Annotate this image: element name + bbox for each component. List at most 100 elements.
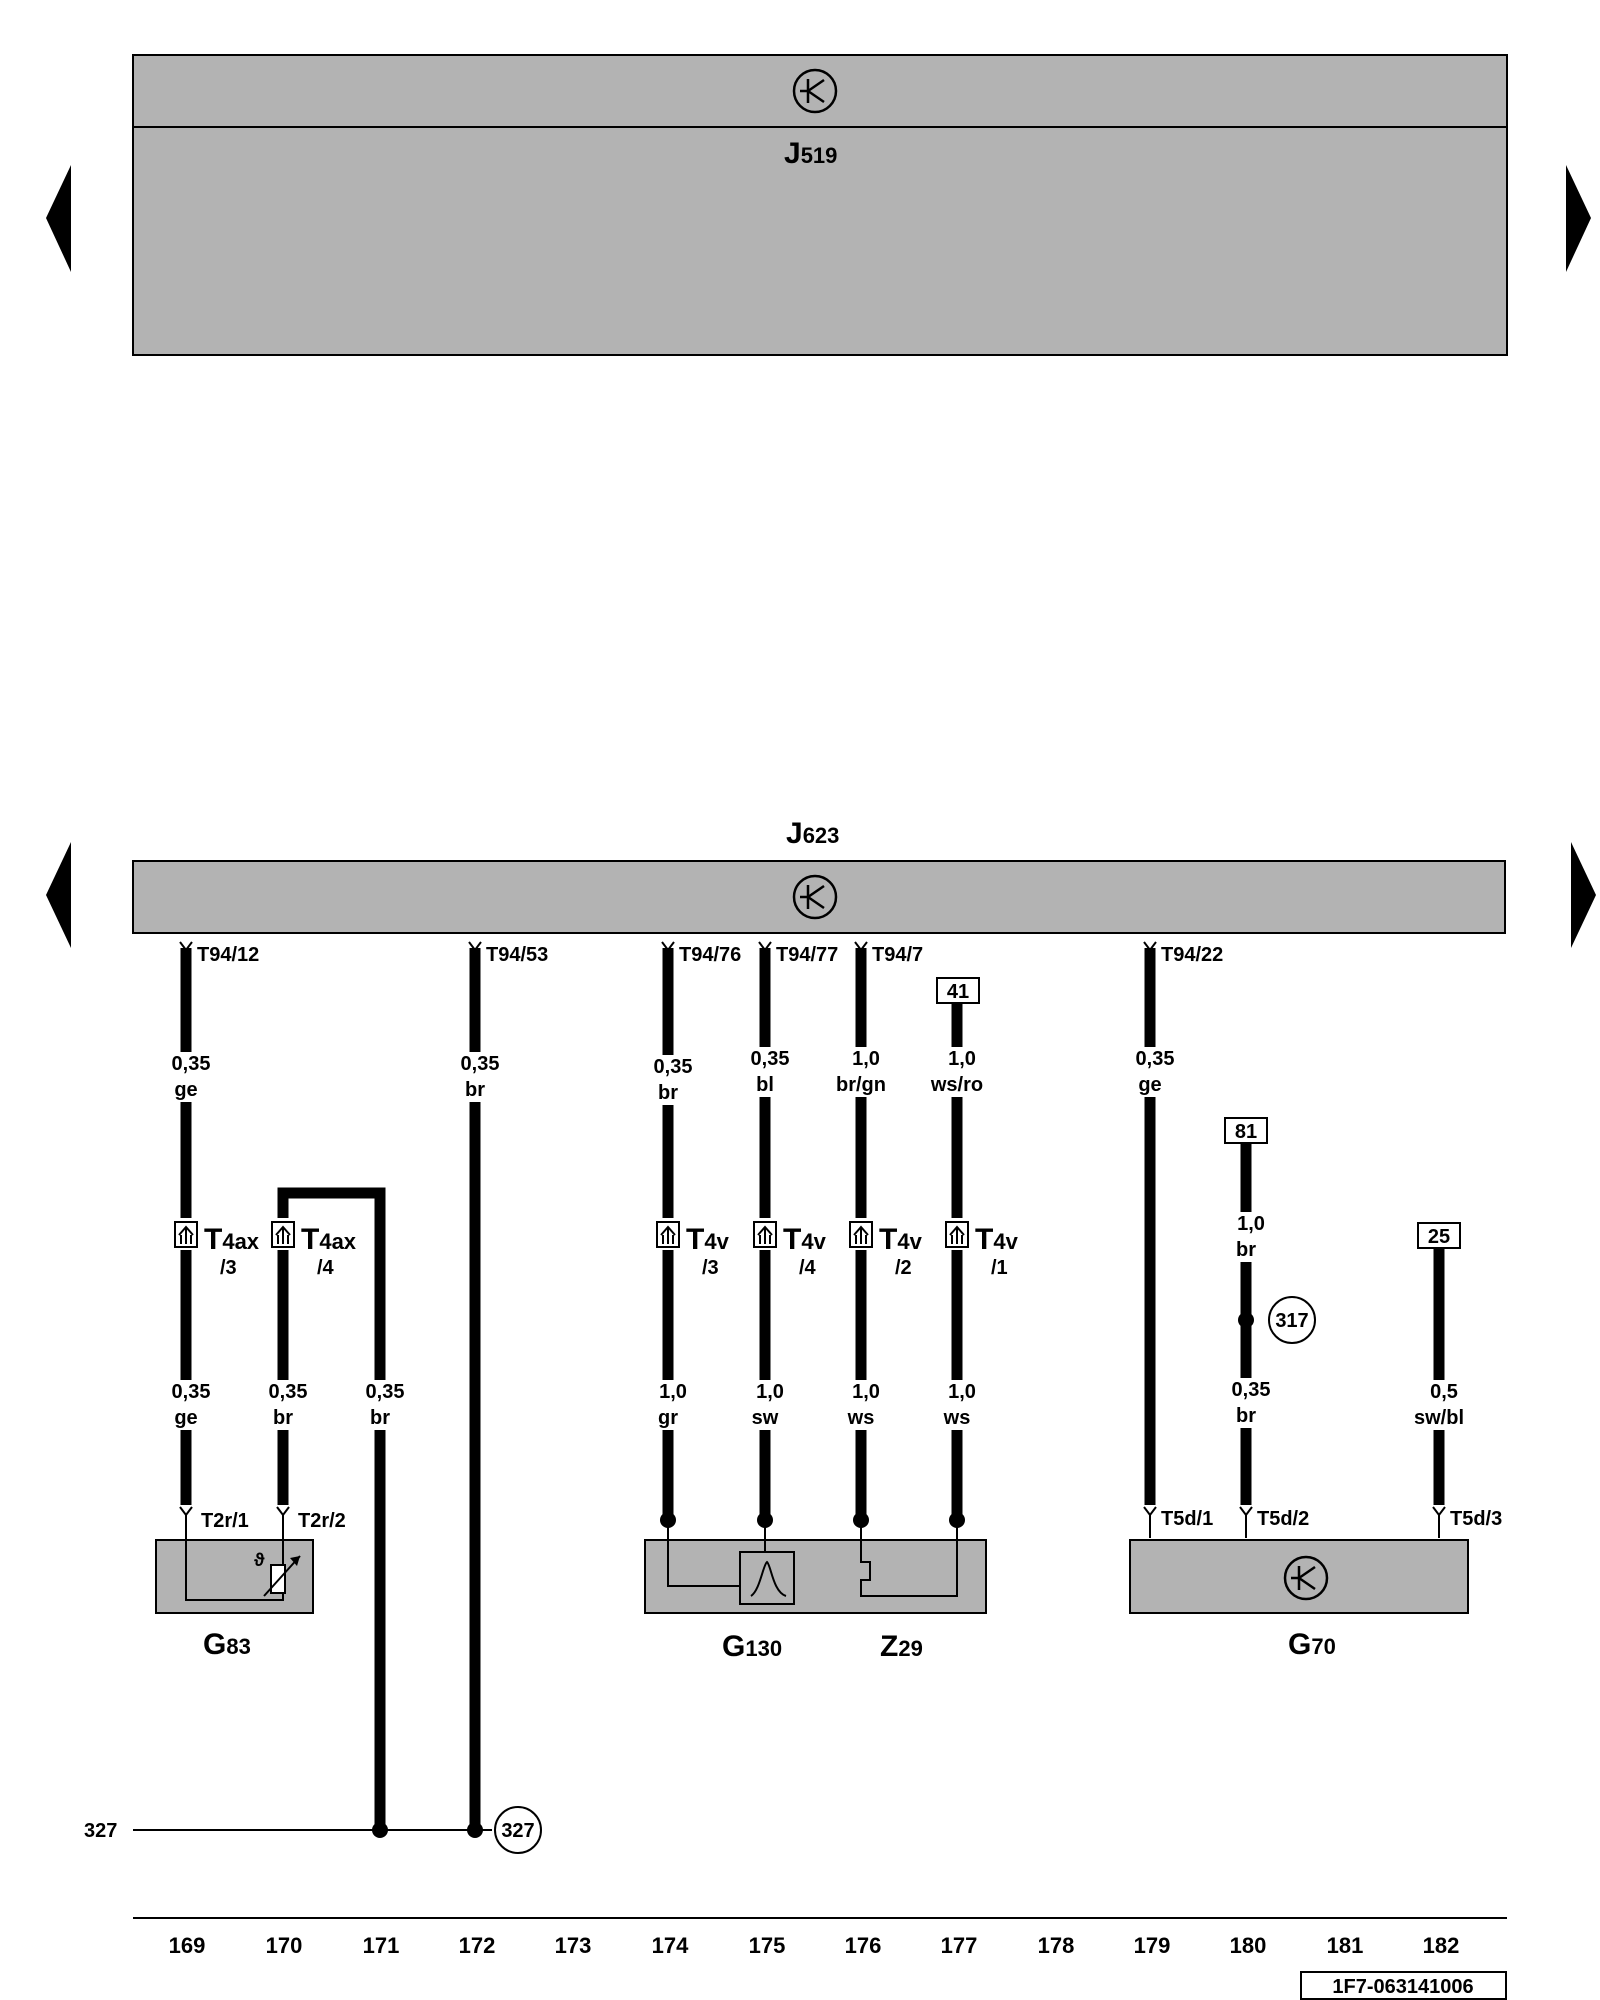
svg-text:41: 41	[947, 981, 969, 1003]
wire-label: ws/ro	[930, 1074, 983, 1096]
svg-text:81: 81	[1235, 1121, 1257, 1143]
column-number: 175	[749, 1933, 786, 1958]
connector-t4v-3: T4v	[686, 1223, 730, 1256]
wire-label: bl	[756, 1074, 774, 1096]
column-numbers: 169 170 171 172 173 174 175 176 177 178 …	[169, 1933, 1460, 1958]
connector-t4v-2: T4v	[879, 1223, 923, 1256]
wire-label: br	[658, 1082, 678, 1104]
connector-labels: T4ax /3 T4ax /4 T4v /3 T4v /4 T4v /2 T4v…	[204, 1223, 1019, 1279]
column-number: 169	[169, 1933, 206, 1958]
electronic-symbol-icon	[1291, 1565, 1316, 1591]
component-g70: G70	[1129, 1539, 1469, 1661]
circle-ref-327[interactable]: 327	[494, 1806, 542, 1854]
g70-label: G70	[1288, 1628, 1336, 1661]
wire-label: 1,0	[659, 1381, 687, 1403]
wire-label: 0,35	[751, 1048, 790, 1070]
connector-pin: /1	[991, 1257, 1008, 1279]
component-g130-z29: G130 Z29	[644, 1520, 987, 1663]
connector-pin: /3	[702, 1257, 719, 1279]
column-number: 180	[1230, 1933, 1267, 1958]
control-unit-j623: J623	[132, 817, 1506, 934]
column-number: 182	[1423, 1933, 1460, 1958]
ref-box-81[interactable]: 81	[1224, 1117, 1268, 1144]
column-number: 181	[1327, 1933, 1364, 1958]
g83-label: G83	[203, 1628, 251, 1661]
wire-label: 1,0	[948, 1048, 976, 1070]
pin-t94-76: T94/76	[679, 944, 741, 966]
connector-t4ax-3: T4ax	[204, 1223, 260, 1256]
wire-label: br	[465, 1079, 485, 1101]
column-number: 172	[459, 1933, 496, 1958]
wire-label: 0,35	[1136, 1048, 1175, 1070]
connector-arrow-icons	[178, 1225, 965, 1244]
wire-label: gr	[658, 1407, 678, 1429]
component-g83: ϑ G83	[155, 1538, 314, 1661]
prev-page-arrow-top[interactable]	[46, 165, 71, 272]
pin-t5d-3: T5d/3	[1450, 1508, 1502, 1530]
column-number: 170	[266, 1933, 303, 1958]
connector-pin: /2	[895, 1257, 912, 1279]
ref-box-41[interactable]: 41	[936, 977, 980, 1004]
connector-symbols	[174, 1221, 969, 1248]
ref-box-25[interactable]: 25	[1417, 1222, 1461, 1249]
connector-pin: /4	[317, 1257, 335, 1279]
connector-t4v-1: T4v	[975, 1223, 1019, 1256]
wire-label: sw	[752, 1407, 779, 1429]
wire-label: ge	[174, 1079, 197, 1101]
j519-label: J519	[784, 137, 837, 170]
pin-t2r-1: T2r/1	[201, 1510, 249, 1532]
pin-t94-12: T94/12	[197, 944, 259, 966]
wire-label: br	[1236, 1239, 1256, 1261]
prev-page-arrow-bottom[interactable]	[46, 842, 71, 948]
wire-label: 0,35	[172, 1053, 211, 1075]
column-number: 178	[1038, 1933, 1075, 1958]
wire-label: 1,0	[1237, 1213, 1265, 1235]
next-page-arrow-top[interactable]	[1566, 165, 1591, 272]
wire-label: sw/bl	[1414, 1407, 1464, 1429]
pin-t94-7: T94/7	[872, 944, 923, 966]
circle-ref-317[interactable]: 317	[1268, 1296, 1316, 1344]
wire-label: 1,0	[852, 1381, 880, 1403]
column-number: 179	[1134, 1933, 1171, 1958]
wire-label: 1,0	[852, 1048, 880, 1070]
wire-label: 0,35	[654, 1056, 693, 1078]
svg-text:327: 327	[501, 1820, 534, 1842]
electronic-symbol-icon	[800, 78, 825, 104]
wire-label: ge	[174, 1407, 197, 1429]
connector-pin: /4	[799, 1257, 817, 1279]
thermometer-icon: ϑ	[254, 1550, 265, 1570]
wire-label: 0,35	[1232, 1379, 1271, 1401]
j623-label: J623	[786, 817, 839, 850]
pin-t94-53: T94/53	[486, 944, 548, 966]
connector-t4ax-4: T4ax	[301, 1223, 357, 1256]
pin-t5d-1: T5d/1	[1161, 1508, 1213, 1530]
wire-label: 0,35	[269, 1381, 308, 1403]
column-number: 173	[555, 1933, 592, 1958]
pin-arrows	[179, 941, 1446, 1538]
svg-text:1F7-063141006: 1F7-063141006	[1332, 1976, 1473, 1998]
wire-label: br	[1236, 1405, 1256, 1427]
pin-t94-22: T94/22	[1161, 944, 1223, 966]
wire-label: ws	[943, 1407, 971, 1429]
wire-label: ws	[847, 1407, 875, 1429]
wire-label: 0,35	[366, 1381, 405, 1403]
z29-label: Z29	[880, 1630, 923, 1663]
wire-label: br	[273, 1407, 293, 1429]
wires	[133, 948, 1445, 1831]
wire-labels: 0,35 ge 0,35 br 0,35 br 0,35 bl 1,0 br/g…	[172, 1048, 1464, 1429]
document-id: 1F7-063141006	[1300, 1971, 1507, 2000]
wire-label: 1,0	[948, 1381, 976, 1403]
pin-t2r-2: T2r/2	[298, 1510, 346, 1532]
wire-label: br	[370, 1407, 390, 1429]
column-number: 171	[363, 1933, 400, 1958]
wire-label: 0,35	[172, 1381, 211, 1403]
connector-t4v-4: T4v	[783, 1223, 827, 1256]
svg-text:317: 317	[1275, 1310, 1308, 1332]
pin-t94-77: T94/77	[776, 944, 838, 966]
column-number: 174	[652, 1933, 689, 1958]
wire-label: 1,0	[756, 1381, 784, 1403]
pin-t5d-2: T5d/2	[1257, 1508, 1309, 1530]
next-page-arrow-bottom[interactable]	[1571, 842, 1596, 948]
connector-pin: /3	[220, 1257, 237, 1279]
